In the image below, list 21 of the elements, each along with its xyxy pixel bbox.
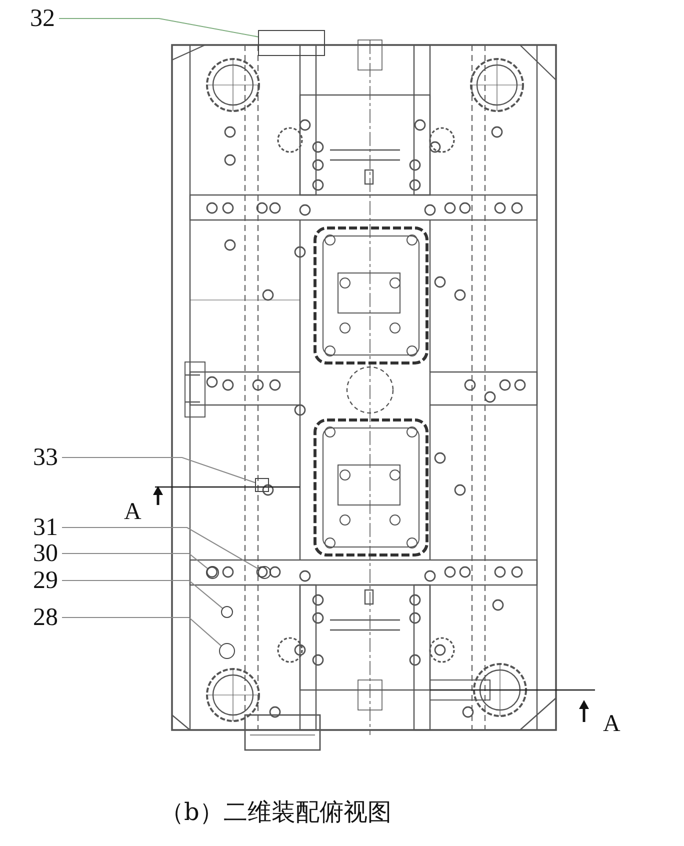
- screw-head: [258, 566, 271, 579]
- callout-number: 28: [33, 605, 58, 630]
- part-block: [258, 30, 325, 56]
- leader-line: [62, 616, 222, 646]
- section-label: A: [124, 500, 142, 524]
- screw-head: [219, 643, 235, 659]
- section-label: A: [603, 712, 620, 736]
- leader-line: [62, 552, 208, 569]
- figure-caption: （b）二维装配俯视图: [160, 798, 392, 826]
- leader-line: [62, 580, 223, 609]
- callout-number: 32: [30, 6, 55, 31]
- callout-number: 29: [33, 568, 58, 593]
- callout-number: 31: [33, 515, 58, 540]
- leader-line: [59, 18, 258, 38]
- screw-head: [206, 566, 219, 579]
- part-block: [255, 478, 269, 492]
- screw-head: [221, 606, 233, 618]
- callout-number: 33: [33, 445, 58, 470]
- callout-number: 30: [33, 541, 58, 566]
- leader-line: [62, 526, 260, 570]
- leader-line: [62, 456, 256, 484]
